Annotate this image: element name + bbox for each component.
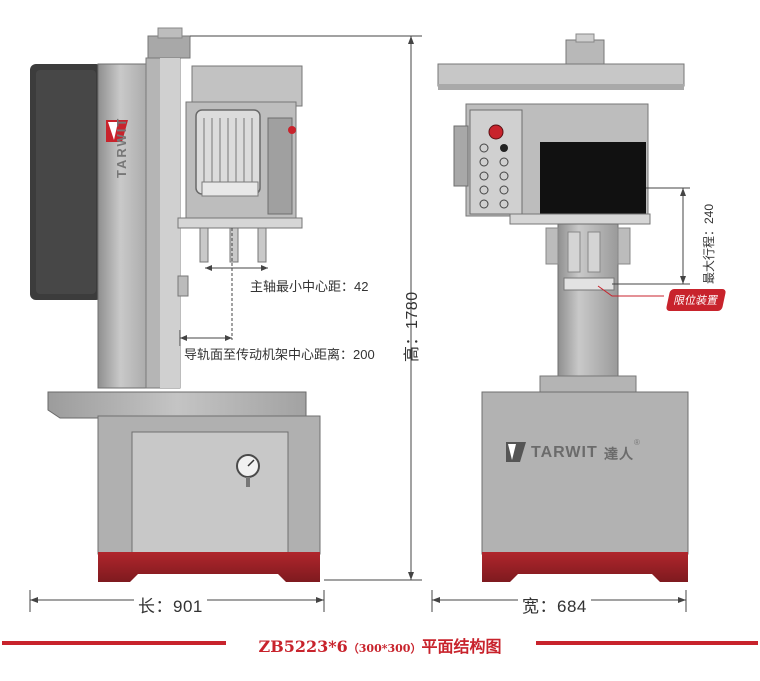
red-base [98,552,320,582]
work-table [47,391,307,419]
spindle-min-center-label: 主轴最小中心距：42 [250,279,369,294]
logo-icon [106,120,128,142]
emergency-stop-icon [488,124,504,140]
rail-to-frame-center-label: 导轨面至传动机架中心距离：200 [184,347,375,362]
limit-device-badge: 限位装置 [665,289,727,311]
max-stroke-label: 最大行程：240 [702,203,716,284]
right-red-base [482,552,688,582]
top-cap [147,35,191,59]
left-view-machine [30,27,321,582]
title-line-left [2,641,226,645]
registered-mark: ® [634,438,640,447]
inspection-window [540,142,646,214]
title-line-right [536,641,758,645]
title-model: ZB5223*6 [258,637,348,656]
logo-icon-right [506,442,526,462]
limit-leader-line [597,285,664,297]
right-view-machine [437,33,689,582]
button-icon [288,126,296,134]
brand-name: TARWIT [531,444,598,461]
cabinet-door [131,431,289,559]
width-label: 宽：684 [518,592,591,617]
height-label: 高：1780 [404,291,421,362]
top-plate [437,63,685,87]
brand-name-cn: 達人 [604,446,634,462]
head-block [191,65,303,107]
diagram-title: ZB5223*6（300*300）平面结构图 [0,633,760,657]
right-base-cabinet [481,391,689,555]
brand-name-vertical: TARWIT [114,116,129,178]
title-size: （300*300） [347,642,422,655]
limit-device [563,277,615,291]
length-label: 长：901 [134,592,207,617]
dimension-arrows [30,36,686,603]
title-suffix: 平面结构图 [421,637,502,656]
